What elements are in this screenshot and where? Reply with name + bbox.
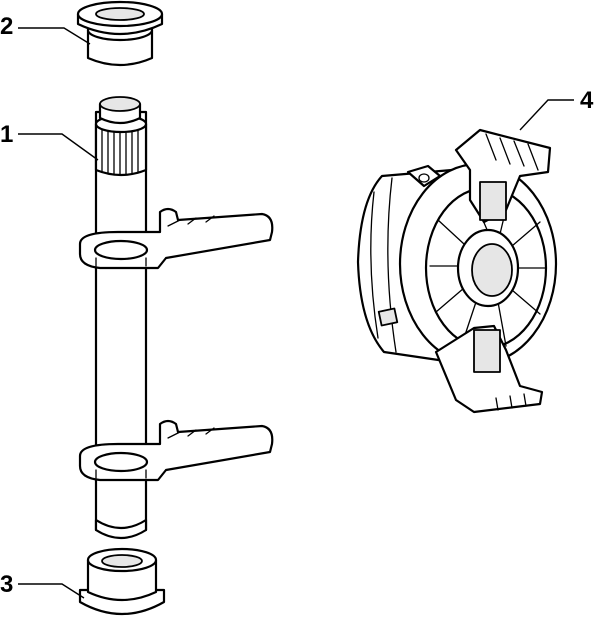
leader-2: [18, 27, 91, 45]
callout-number-3: 3: [0, 571, 13, 598]
callout-leaders: [18, 27, 574, 599]
upper-bushing: [76, 0, 164, 67]
callout-number-4: 4: [580, 87, 594, 114]
leader-3: [18, 583, 85, 599]
gear-housing: [356, 128, 558, 414]
callout-number-2: 2: [0, 13, 13, 40]
leader-1: [18, 133, 99, 161]
leader-4: [519, 99, 574, 131]
shaft-with-forks: [78, 96, 274, 540]
callout-number-1: 1: [0, 121, 13, 148]
lower-bushing: [78, 547, 166, 616]
